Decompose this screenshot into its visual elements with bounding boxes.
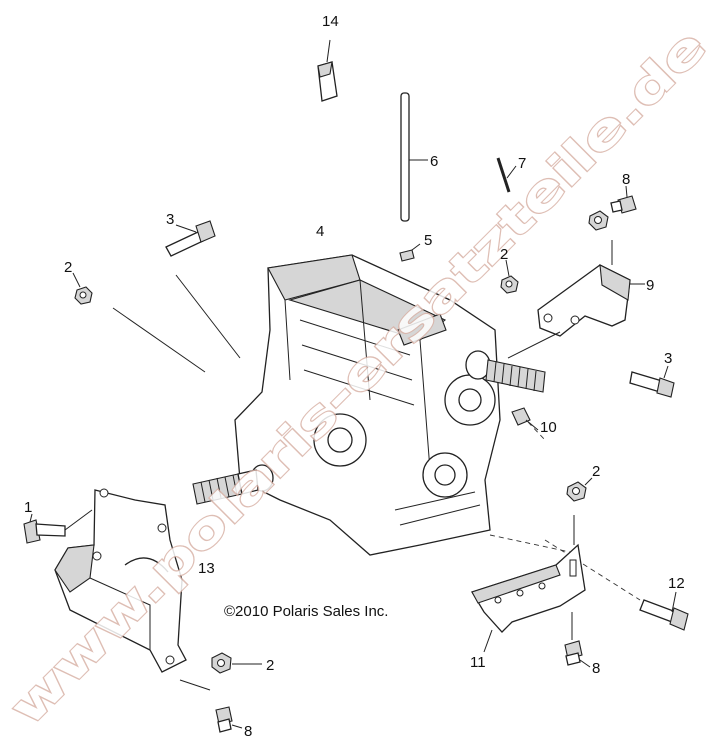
callout-6: 6: [430, 153, 438, 170]
part-2-nut-left: [72, 272, 93, 305]
callout-7: 7: [518, 155, 526, 172]
callout-2-right: 2: [592, 463, 600, 480]
callout-8-lower-left: 8: [244, 723, 252, 740]
part-3-bolt-left: [165, 220, 216, 257]
callout-8-top: 8: [622, 171, 630, 188]
callout-2-center: 2: [500, 246, 508, 263]
callout-4: 4: [316, 223, 324, 240]
part-14-sleeve: [317, 39, 338, 102]
callout-14: 14: [322, 13, 339, 30]
callout-11: 11: [470, 654, 486, 671]
callout-12: 12: [668, 575, 685, 592]
callout-1: 1: [24, 499, 32, 516]
mounting-lines: [489, 515, 641, 640]
part-9-nut: [588, 210, 609, 231]
part-11-bracket: [471, 543, 586, 653]
part-8-bolt-lower-left: [215, 706, 243, 733]
part-3-bolt-right: [629, 365, 675, 398]
callout-10: 10: [540, 419, 557, 436]
part-9-bracket: [507, 240, 645, 359]
part-2-nut-lower-left: [211, 652, 262, 674]
part-2-nut-center: [500, 259, 519, 294]
guide-line-2: [175, 274, 241, 359]
output-shaft-right: [465, 350, 546, 393]
callout-8-lower-right: 8: [592, 660, 600, 677]
part-7-pin: [496, 157, 517, 193]
part-6-rod: [400, 92, 428, 222]
copyright-text: ©2010 Polaris Sales Inc.: [224, 603, 388, 620]
output-shaft-left: [192, 464, 274, 505]
callout-2-left: 2: [64, 259, 72, 276]
callout-3-left: 3: [166, 211, 174, 228]
callout-5: 5: [424, 232, 432, 249]
callout-9: 9: [646, 277, 654, 294]
part-1-bolt: [23, 509, 93, 544]
part-13-bracket: [54, 488, 211, 691]
part-8-bolt-top: [610, 185, 637, 214]
callout-3-right: 3: [664, 350, 672, 367]
part-8-bolt-lower-right: [564, 640, 591, 668]
part-5-nut: [399, 243, 421, 262]
part-12-bolt: [639, 591, 689, 631]
callout-2-lower-left: 2: [266, 657, 274, 674]
part-2-nut-right: [566, 477, 593, 502]
guide-line-1: [112, 307, 206, 373]
part-4-transmission: [234, 254, 501, 556]
callout-13: 13: [198, 560, 215, 577]
part-10-nut: [511, 407, 546, 441]
watermark: www.polaris-ersatzteile.de: [0, 19, 712, 737]
